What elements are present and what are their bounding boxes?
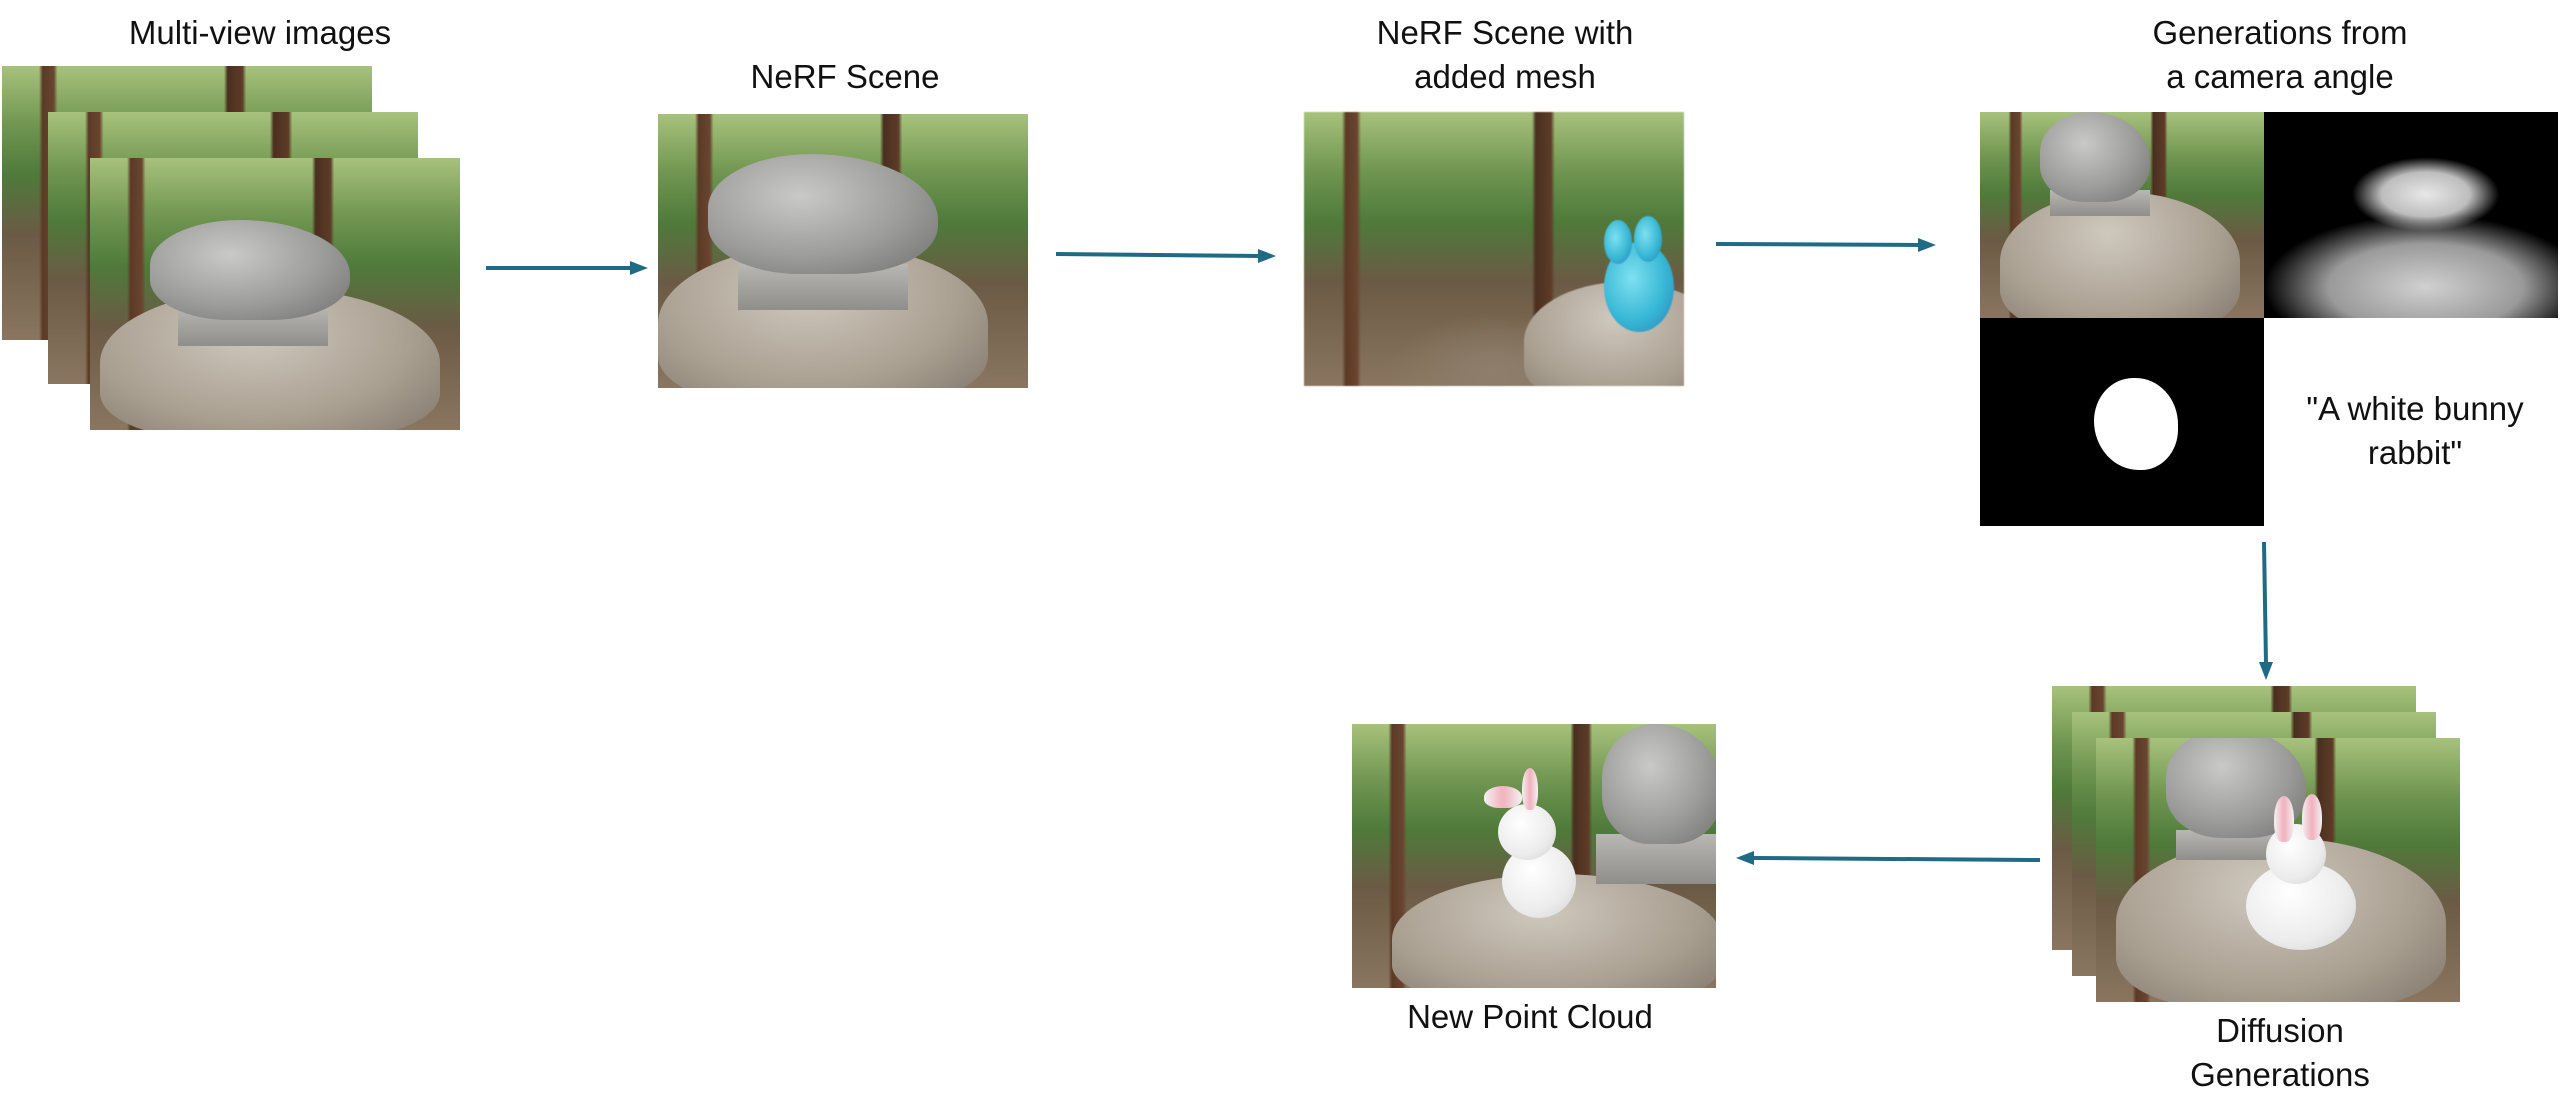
diffusion-label-line1: Diffusion (2216, 1012, 2344, 1049)
arrowhead-4 (2259, 662, 2273, 680)
arrowhead-2 (1258, 249, 1276, 263)
arrow-mesh-to-generations (1715, 242, 1921, 247)
multiview-label: Multi-view images (128, 14, 392, 51)
generations-label-line1: Generations from (2152, 14, 2408, 51)
nerf-mesh-image (1304, 112, 1684, 386)
generation-depth-image (2264, 112, 2558, 318)
generation-rgb-image (1980, 112, 2264, 318)
nerf-mesh-label-line2: added mesh (1414, 58, 1596, 95)
nerf-scene-label: NeRF Scene (750, 58, 940, 95)
nerf-mesh-label-line1: NeRF Scene with (1376, 14, 1634, 51)
mask-blob (2094, 378, 2178, 470)
nerf-scene-image (658, 114, 1028, 388)
arrowhead-5 (1736, 851, 1754, 865)
arrow-generations-to-diffusion (2262, 541, 2268, 665)
prompt-text-line2: rabbit" (2367, 434, 2463, 471)
arrowhead-3 (1918, 238, 1936, 252)
arrow-diffusion-to-pointcloud (1753, 856, 2041, 862)
generations-label-line2: a camera angle (2166, 58, 2394, 95)
point-cloud-image (1352, 724, 1716, 988)
diffusion-label-line2: Generations (2190, 1056, 2370, 1093)
arrowhead-1 (630, 261, 648, 275)
diffusion-image-front (2096, 738, 2460, 1002)
arrow-nerf-to-mesh (1055, 252, 1261, 258)
generation-mask-image (1980, 318, 2264, 526)
prompt-text-line1: "A white bunny (2306, 390, 2524, 427)
point-cloud-label: New Point Cloud (1407, 998, 1653, 1035)
multiview-image-front (90, 158, 460, 430)
